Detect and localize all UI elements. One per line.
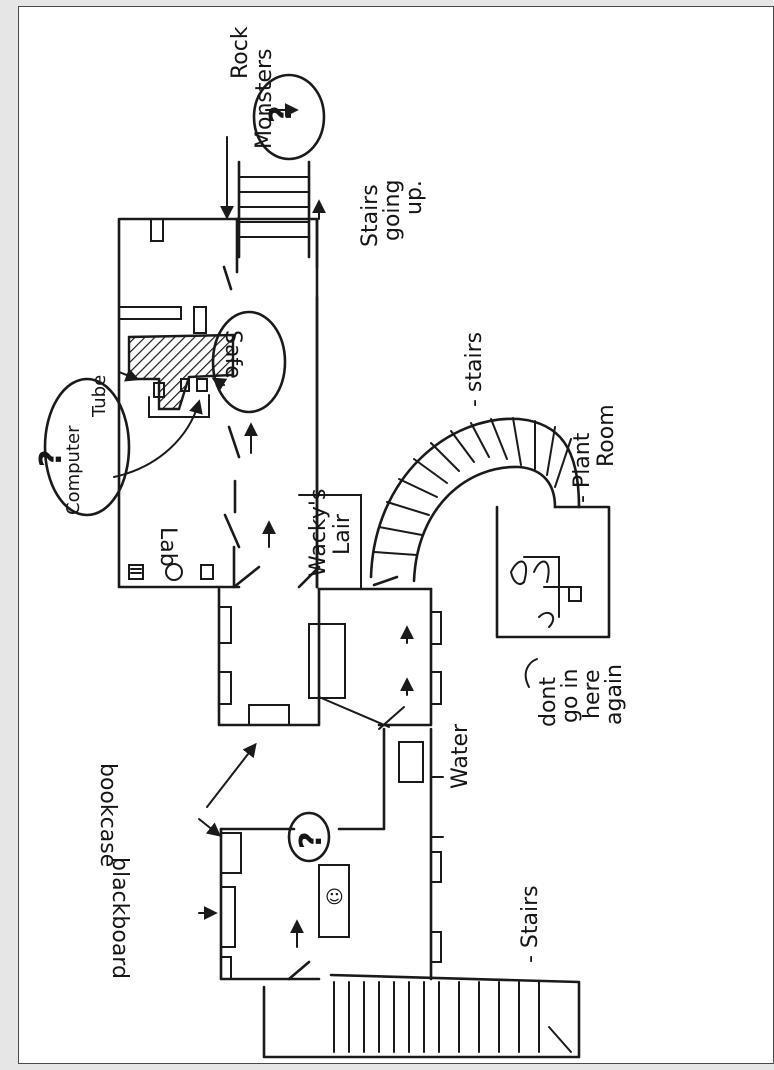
label-go-in: go in xyxy=(558,669,583,723)
question-mark-bookcase: ? xyxy=(294,832,329,849)
tube-hatched-area xyxy=(127,333,235,411)
clock-icon: ☺ xyxy=(325,887,344,908)
label-tube: Tube xyxy=(89,375,110,418)
label-dont: dont xyxy=(536,677,561,727)
label-rock: Rock xyxy=(228,26,253,79)
label-computer: Computer xyxy=(63,425,84,515)
label-here: here xyxy=(580,669,605,719)
label-stairs-up: Stairs xyxy=(358,184,383,247)
label-bookcase: bookcase xyxy=(95,763,120,867)
label-room: Room xyxy=(594,404,619,467)
wackys-lair-box xyxy=(298,494,362,590)
label-water: Water xyxy=(448,723,473,789)
label-blackboard: blackboard xyxy=(107,857,132,979)
bottom-room: ☺ ? xyxy=(198,696,444,981)
bottom-stairs xyxy=(262,973,581,1059)
question-mark-computer: ? xyxy=(34,450,69,467)
middle-room xyxy=(217,565,442,727)
label-lair: Lair xyxy=(330,513,355,555)
stairs-going-up xyxy=(237,160,326,259)
computer-marker xyxy=(43,368,203,517)
curved-stairs xyxy=(369,417,581,587)
sketch-page: ? Safe xyxy=(18,6,774,1064)
lab-building xyxy=(117,217,319,589)
label-stairs-bottom: - Stairs xyxy=(518,885,543,963)
label-lab: Lab xyxy=(155,527,180,567)
label-wackys: Wacky's xyxy=(306,489,331,577)
label-going: going xyxy=(380,180,405,241)
label-plant: - Plant xyxy=(570,432,595,503)
label-monsters: Monsters xyxy=(252,48,277,149)
plant-room xyxy=(495,505,611,639)
label-up: up. xyxy=(402,180,427,215)
label-stairs-curved: - stairs xyxy=(462,332,487,407)
safe-label: Safe xyxy=(220,330,245,379)
safe-marker: Safe xyxy=(211,310,287,414)
rock-monsters-marker: ? xyxy=(220,73,326,220)
hand-drawn-map: ? Safe xyxy=(34,26,627,1059)
label-again: again xyxy=(602,664,627,725)
dont-go-in-tick xyxy=(524,658,538,688)
